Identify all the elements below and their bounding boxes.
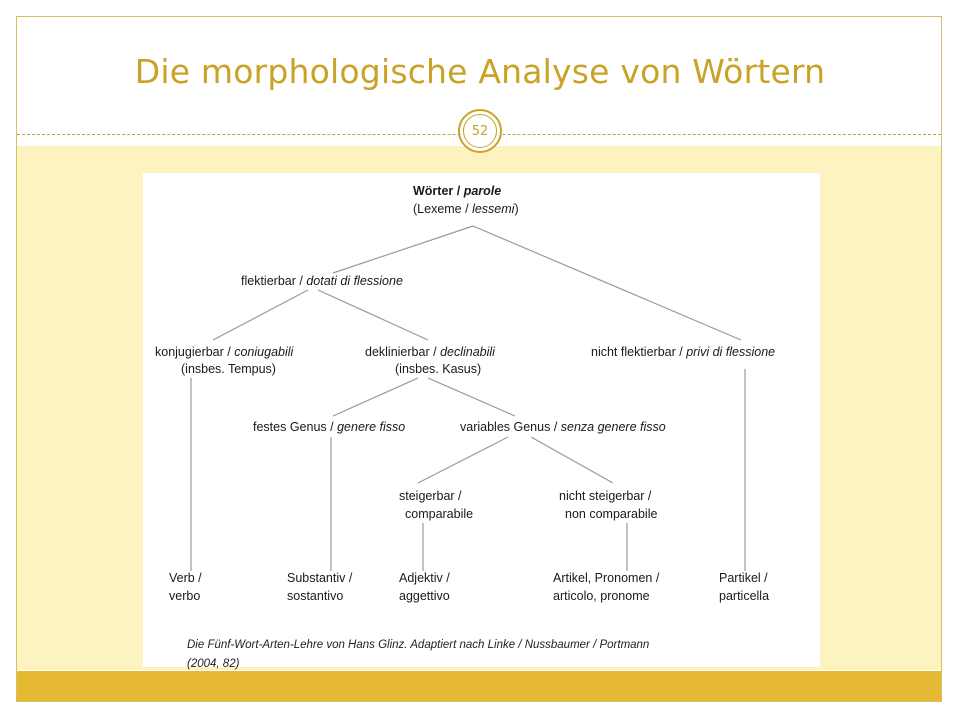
node-lexeme: (Lexeme / lessemi) [413,202,519,216]
node-flektierbar-de: flektierbar [241,274,296,288]
edge-root-nicht-flektierbar [472,225,742,341]
node-festes-genus-it: genere fisso [337,420,406,434]
node-flektierbar: flektierbar / dotati di flessione [241,274,403,288]
node-konjugierbar-sub: (insbes. Tempus) [181,362,276,376]
edge-root-flektierbar [332,225,474,274]
node-deklinierbar-sub: (insbes. Kasus) [395,362,482,376]
node-steigerbar-de: steigerbar / [399,489,462,503]
node-steigerbar-it: comparabile [405,507,474,521]
leaf-adjektiv-it: aggettivo [399,589,450,603]
leaf-verb-it: verbo [169,589,201,603]
node-nicht-steigerbar-de: nicht steigerbar / [559,489,652,503]
leaf-partikel-it: particella [719,589,770,603]
leaf-substantiv-it: sostantivo [287,589,344,603]
node-nicht-steigerbar-it: non comparabile [565,507,658,521]
node-flektierbar-it: dotati di flessione [306,274,403,288]
edge-deklinierbar-variables-genus [427,377,516,417]
node-lexeme-it: lessemi [472,202,515,216]
figure-caption: Die Fünf-Wort-Arten-Lehre von Hans Glinz… [187,636,807,674]
leaf-artikel-it: articolo, pronome [553,589,650,603]
node-deklinierbar-it: declinabili [440,345,495,359]
edge-flektierbar-deklinierbar [317,289,429,341]
node-festes-genus-de: festes Genus [253,420,327,434]
node-lexeme-de: (Lexeme [413,202,462,216]
node-nicht-flektierbar: nicht flektierbar / privi di flessione [591,345,776,359]
figure-caption-line2: (2004, 82) [187,658,240,670]
edge-deklinierbar-festes-genus [332,377,419,417]
page-number: 52 [463,114,497,148]
node-variables-genus-it: senza genere fisso [560,420,666,434]
node-konjugierbar-it: coniugabili [234,345,294,359]
leaf-substantiv-de: Substantiv / [287,571,353,585]
word-class-tree-figure: Wörter / parole (Lexeme / lessemi) flekt… [143,173,820,670]
node-woerter-de: Wörter [413,184,454,198]
leaf-artikel-de: Artikel, Pronomen / [553,571,660,585]
node-nicht-flektierbar-it: privi di flessione [686,345,776,359]
node-variables-genus: variables Genus / senza genere fisso [460,420,666,434]
node-woerter: Wörter / parole [413,184,502,198]
figure-caption-line1: Die Fünf-Wort-Arten-Lehre von Hans Glinz… [187,639,650,651]
leaf-partikel-de: Partikel / [719,571,768,585]
edge-variables-steigerbar [417,436,509,484]
bottom-bar [17,671,941,701]
node-konjugierbar: konjugierbar / coniugabili [155,345,294,359]
page-number-badge: 52 [458,109,502,153]
node-woerter-it: parole [463,184,502,198]
edge-variables-nicht-steigerbar [530,436,614,484]
node-variables-genus-de: variables Genus [460,420,551,434]
node-festes-genus: festes Genus / genere fisso [253,420,406,434]
node-deklinierbar: deklinierbar / declinabili [365,345,495,359]
node-deklinierbar-de: deklinierbar [365,345,430,359]
tree-edges [190,225,746,571]
node-konjugierbar-de: konjugierbar [155,345,224,359]
leaf-adjektiv-de: Adjektiv / [399,571,450,585]
edge-flektierbar-konjugierbar [212,289,309,341]
slide-title: Die morphologische Analyse von Wörtern [134,52,826,91]
leaf-verb-de: Verb / [169,571,202,585]
node-nicht-flektierbar-de: nicht flektierbar [591,345,676,359]
